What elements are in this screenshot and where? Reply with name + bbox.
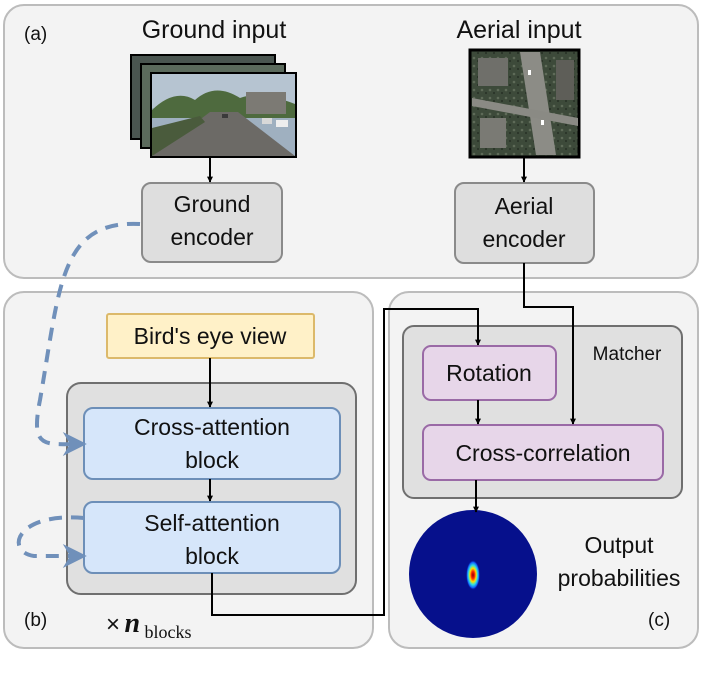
svg-text:Cross-attention: Cross-attention bbox=[134, 414, 290, 440]
ground-encoder-box: Ground encoder bbox=[141, 182, 283, 263]
cross-correlation-label: Cross-correlation bbox=[455, 440, 630, 466]
svg-text:Ground: Ground bbox=[174, 191, 251, 217]
rotation-block: Rotation bbox=[422, 345, 557, 401]
repeat-label: × n blocks bbox=[106, 608, 192, 642]
svg-text:encoder: encoder bbox=[170, 224, 253, 250]
self-attention-block: Self-attention block bbox=[83, 501, 341, 574]
cross-attention-block: Cross-attention block bbox=[83, 407, 341, 480]
connectors bbox=[207, 157, 576, 616]
rotation-label: Rotation bbox=[446, 360, 532, 386]
ground-image bbox=[150, 72, 297, 158]
ground-image-stack bbox=[130, 54, 297, 158]
aerial-image bbox=[468, 48, 581, 159]
svg-text:block: block bbox=[185, 543, 239, 569]
matcher-title: Matcher bbox=[593, 344, 662, 365]
bev-box: Bird's eye view bbox=[106, 313, 315, 359]
ground-encoder-line1: Ground bbox=[174, 191, 251, 217]
output-label-line1: Output bbox=[584, 532, 654, 558]
cross-attention-line1: Cross-attention bbox=[134, 414, 290, 440]
repeat-n: n bbox=[124, 608, 140, 639]
output-label-line2: probabilities bbox=[558, 565, 681, 591]
arrow-aerial-encoder-to-cross-correlation bbox=[523, 263, 576, 425]
svg-text:probabilities: probabilities bbox=[558, 565, 681, 591]
aerial-input-title: Aerial input bbox=[456, 16, 581, 44]
svg-text:Aerial: Aerial bbox=[495, 193, 554, 219]
cross-attention-line2: block bbox=[185, 447, 239, 473]
dashed-arrow-ground-encoder-to-cross-attention bbox=[35, 221, 141, 457]
output-probability-map bbox=[409, 510, 537, 638]
panel-c-tag: (c) bbox=[648, 610, 670, 631]
self-attention-line1: Self-attention bbox=[144, 510, 280, 536]
svg-text:Output: Output bbox=[584, 532, 654, 558]
svg-text:Self-attention: Self-attention bbox=[144, 510, 280, 536]
repeat-times: × bbox=[106, 611, 120, 638]
aerial-encoder-line2: encoder bbox=[482, 226, 565, 252]
svg-text:block: block bbox=[185, 447, 239, 473]
ground-input-title: Ground input bbox=[142, 16, 287, 44]
dashed-connectors bbox=[16, 221, 141, 568]
cross-correlation-block: Cross-correlation bbox=[422, 424, 664, 481]
self-attention-line2: block bbox=[185, 543, 239, 569]
panel-a-tag: (a) bbox=[24, 24, 47, 45]
panel-b-tag: (b) bbox=[24, 610, 47, 631]
aerial-encoder-line1: Aerial bbox=[495, 193, 554, 219]
aerial-encoder-box: Aerial encoder bbox=[454, 182, 595, 264]
svg-text:encoder: encoder bbox=[482, 226, 565, 252]
bev-label: Bird's eye view bbox=[134, 323, 287, 349]
repeat-subscript: blocks bbox=[145, 622, 192, 642]
arrow-self-attention-to-rotation bbox=[211, 308, 481, 616]
dashed-arrow-self-attention-loop bbox=[16, 515, 87, 568]
ground-encoder-line2: encoder bbox=[170, 224, 253, 250]
